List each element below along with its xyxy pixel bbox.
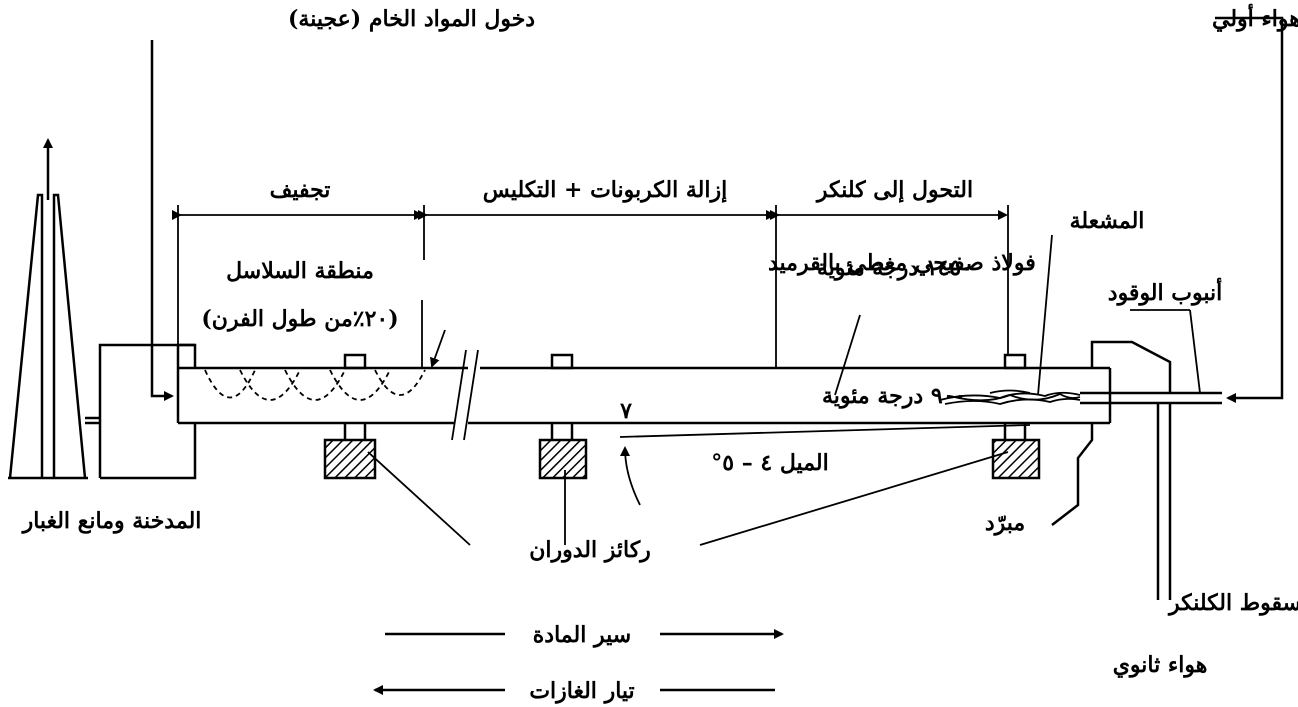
- fuel-pipe-label: أنبوب الوقود: [1108, 277, 1222, 306]
- fuel-feed-arrow: [1215, 16, 1284, 403]
- temp-mid-label: ٩٠٠ درجة مئوية: [822, 383, 966, 409]
- chain-zone-note: (٢٠٪من طول الفرن): [201, 306, 398, 332]
- chain-loops: [204, 369, 426, 401]
- cooler-label: مبرّد: [985, 510, 1025, 536]
- support-rollers: [323, 423, 1041, 480]
- gas-flow-label: تيار الغازات: [529, 678, 634, 704]
- slope-label: الميل ٤ – ٥°: [711, 450, 828, 476]
- stack-and-dust-filter: [8, 138, 197, 480]
- fuel-pipe: [1080, 391, 1222, 405]
- stack-label: المدخنة ومانع الغبار: [21, 508, 202, 534]
- burner-flame: [939, 389, 1081, 405]
- decarbonation-label: إزالة الكربونات + التكليس: [483, 177, 727, 204]
- zone-dimensions: [172, 205, 1009, 368]
- pointer-lines: [367, 234, 1201, 546]
- rollers-label: ركائز الدوران: [529, 537, 651, 563]
- material-flow-label: سير المادة: [533, 622, 631, 648]
- slope-mark: ٧: [619, 398, 632, 424]
- temp-hot-label: ١٤٥٠ درجة مئوية: [817, 255, 973, 281]
- flow-arrows: [373, 629, 784, 695]
- chain-zone-label: منطقة السلاسل: [226, 258, 374, 284]
- fuel-label: الوقود (فحم أومازوت أوغاز) + هواء أولي: [1212, 3, 1298, 32]
- cooler-hood: [1051, 340, 1172, 600]
- raw-feed-label: دخول المواد الخام (عجينة): [288, 6, 535, 32]
- secondary-air-label: هواء ثانوي: [1113, 652, 1208, 678]
- clinkering-label: التحول إلى كلنكر: [815, 177, 973, 204]
- raw-feed-arrow: [150, 40, 174, 401]
- kiln-shell: [176, 343, 1112, 441]
- burner-label: المشعلة: [1070, 208, 1145, 234]
- steel-shell-label: فولاذ صفيحي مغطى بالقرميد: [768, 250, 1036, 276]
- clinker-drop-label: سقوط الكلنكر: [1167, 590, 1298, 616]
- drying-label: تجفيف: [270, 177, 331, 203]
